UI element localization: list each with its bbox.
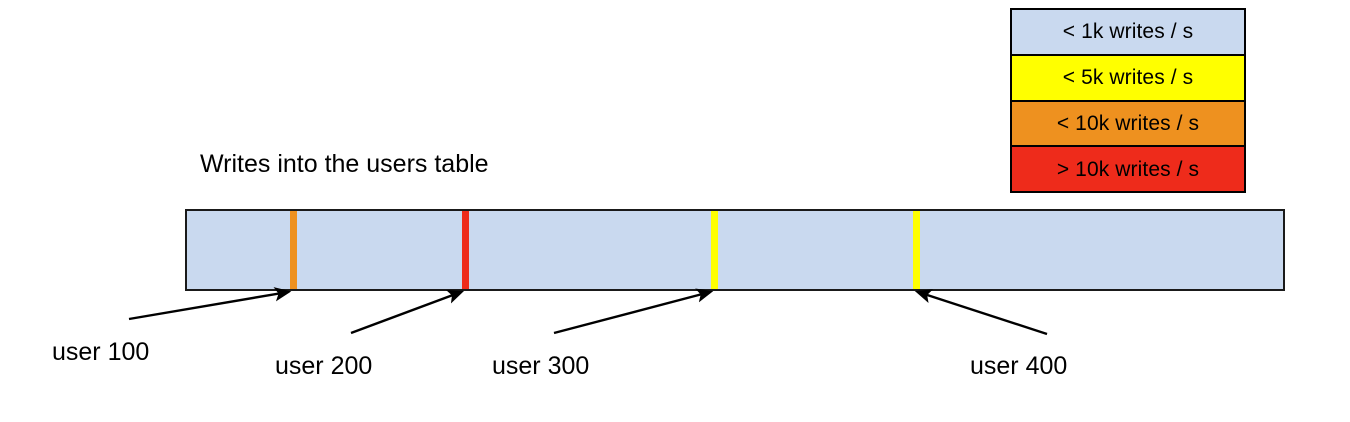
user-300-arrow bbox=[553, 288, 714, 335]
users-table-keyspace-bar bbox=[185, 209, 1285, 291]
user-100-arrow bbox=[128, 287, 292, 321]
user-400-arrow bbox=[914, 289, 1048, 336]
legend-label-lt-1k: < 1k writes / s bbox=[1062, 20, 1194, 44]
chart-caption: Writes into the users table bbox=[200, 150, 489, 178]
user-300-stripe bbox=[711, 211, 718, 289]
user-200-label: user 200 bbox=[275, 352, 373, 380]
user-100-stripe bbox=[290, 211, 297, 289]
legend-label-lt-10k: < 10k writes / s bbox=[1056, 111, 1200, 135]
legend-row-lt-1k: < 1k writes / s bbox=[1012, 10, 1244, 56]
write-rate-legend: < 1k writes / s < 5k writes / s < 10k wr… bbox=[1010, 8, 1246, 193]
legend-row-lt-5k: < 5k writes / s bbox=[1012, 55, 1244, 102]
user-400-label: user 400 bbox=[970, 352, 1068, 380]
user-200-arrow bbox=[350, 289, 465, 335]
user-400-stripe bbox=[913, 211, 920, 289]
user-200-stripe bbox=[462, 211, 469, 289]
legend-label-lt-5k: < 5k writes / s bbox=[1062, 66, 1194, 90]
legend-label-gt-10k: > 10k writes / s bbox=[1056, 157, 1200, 181]
user-300-label: user 300 bbox=[492, 352, 590, 380]
user-100-label: user 100 bbox=[52, 338, 150, 366]
legend-row-gt-10k: > 10k writes / s bbox=[1012, 147, 1244, 191]
legend-row-lt-10k: < 10k writes / s bbox=[1012, 101, 1244, 148]
